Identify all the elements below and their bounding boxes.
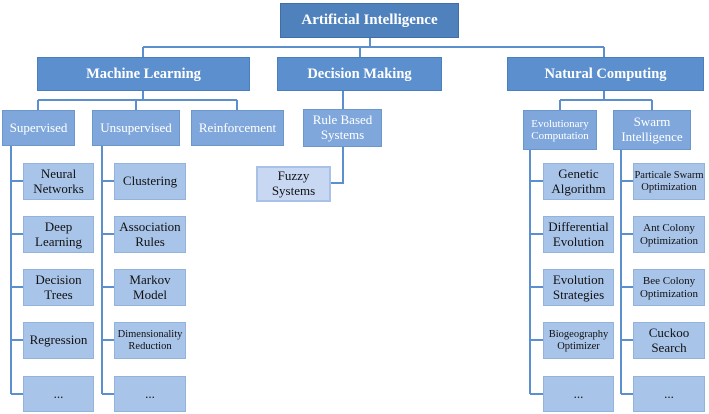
node-machine-learning: Machine Learning	[37, 57, 250, 91]
node-ant-colony-optimization: Ant Colony Optimization	[633, 216, 705, 253]
connector-supervised	[10, 146, 23, 395]
node-particle-swarm-optimization: Particale Swarm Optimization	[633, 163, 705, 200]
node-supervised-more: ...	[23, 376, 94, 412]
node-evolution-strategies: Evolution Strategies	[543, 269, 614, 306]
node-artificial-intelligence: Artificial Intelligence	[280, 3, 459, 38]
connector-machine-learning	[37, 91, 238, 110]
node-unsupervised: Unsupervised	[92, 110, 180, 146]
node-evolutionary-more: ...	[543, 376, 614, 412]
node-swarm-intelligence: Swarm Intelligence	[613, 110, 691, 150]
connector-evolutionary	[529, 150, 543, 395]
node-unsupervised-more: ...	[114, 376, 186, 412]
node-supervised: Supervised	[2, 110, 75, 146]
node-deep-learning: Deep Learning	[23, 216, 94, 253]
node-evolutionary-computation: Evolutionary Computation	[523, 110, 597, 150]
node-genetic-algorithm: Genetic Algorithm	[543, 163, 614, 200]
node-natural-computing: Natural Computing	[507, 57, 704, 91]
node-clustering: Clustering	[114, 163, 186, 200]
node-neural-networks: Neural Networks	[23, 163, 94, 200]
node-decision-making: Decision Making	[277, 57, 442, 91]
connector-unsupervised	[101, 146, 114, 395]
node-bee-colony-optimization: Bee Colony Optimization	[633, 269, 705, 306]
node-rule-based-systems: Rule Based Systems	[303, 109, 382, 147]
connector-rule-based	[331, 147, 344, 184]
connector-natural-computing	[559, 91, 653, 110]
node-fuzzy-systems: Fuzzy Systems	[256, 166, 331, 202]
connector-swarm	[620, 150, 633, 395]
node-biogeography-optimizer: Biogeography Optimizer	[543, 322, 614, 359]
node-dimensionality-reduction: Dimensionality Reduction	[114, 322, 186, 359]
node-swarm-more: ...	[633, 376, 705, 412]
node-markov-model: Markov Model	[114, 269, 186, 306]
node-differential-evolution: Differential Evolution	[543, 216, 614, 253]
node-association-rules: Association Rules	[114, 216, 186, 253]
node-decision-trees: Decision Trees	[23, 269, 94, 306]
connector-root	[142, 38, 605, 57]
node-reinforcement: Reinforcement	[191, 110, 284, 146]
node-regression: Regression	[23, 322, 94, 359]
node-cuckoo-search: Cuckoo Search	[633, 322, 705, 359]
